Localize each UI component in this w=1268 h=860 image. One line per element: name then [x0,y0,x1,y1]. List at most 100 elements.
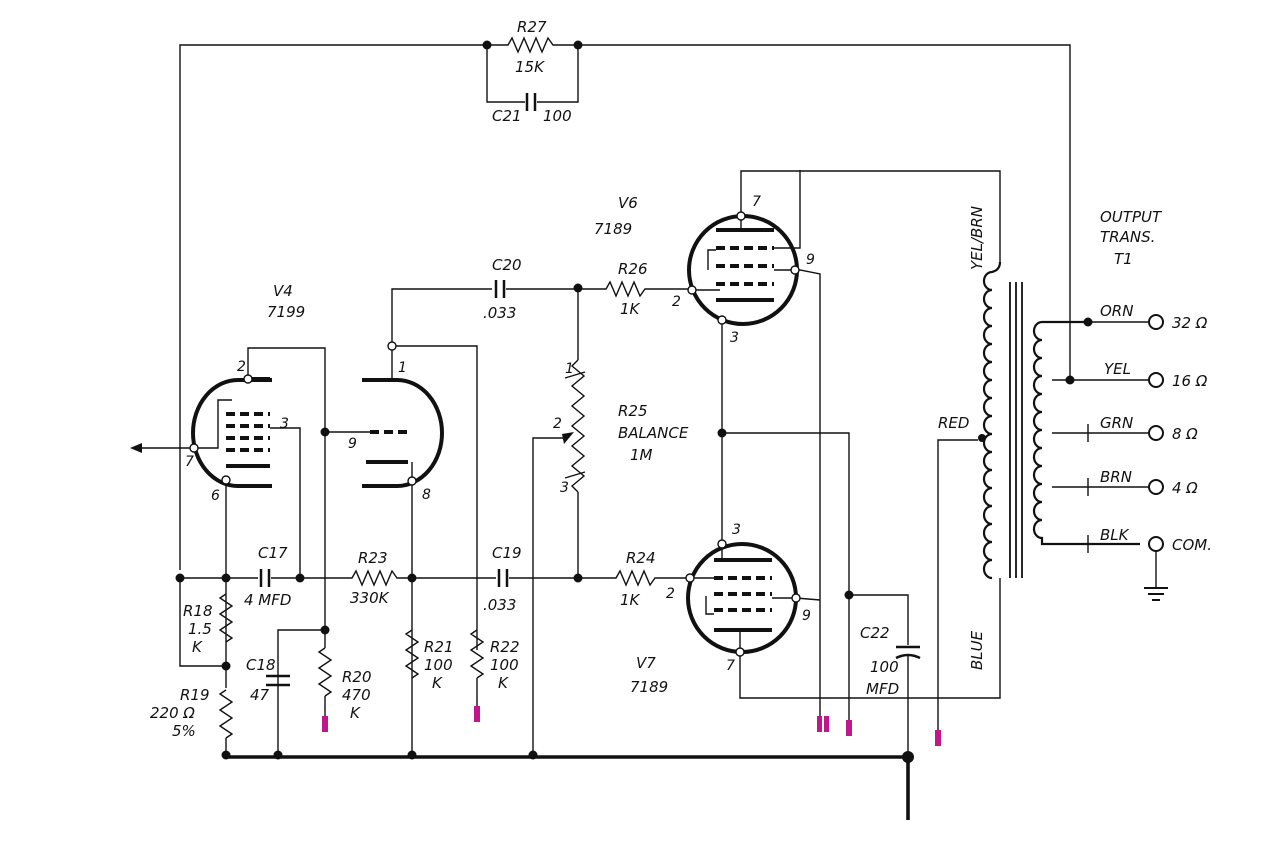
svg-text:3: 3 [732,522,741,538]
r25-name: BALANCE [618,424,689,442]
r27-resistor [487,36,578,54]
c18-ref: C18 [246,656,276,674]
v4-cathode-network: R18 1.5 K R19 220 Ω 5% [150,573,234,755]
svg-text:3: 3 [280,416,289,432]
tap-orn-label: ORN [1100,302,1133,320]
tap-32-label: 32 Ω [1172,314,1208,332]
v6-ref: V6 [618,194,638,212]
output-transformer: OUTPUT TRANS. T1 YEL/BRN RED BLUE ORN 32… [938,206,1212,670]
svg-text:2: 2 [553,416,562,432]
r19-value: 220 Ω [150,704,195,722]
c19-value: .033 [483,596,516,614]
v7-type: 7189 [630,678,668,696]
tap-8-label: 8 Ω [1172,425,1198,443]
c20-value: .033 [483,304,516,322]
v6-input-network: C20 .033 R26 1K [483,256,695,322]
v7-input-network: C17 4 MFD R23 330K C19 .033 R24 1K [175,544,688,614]
tap-32-terminal [1148,314,1164,330]
v7-output-tube: 3 2 9 7 V7 7189 [630,522,1001,699]
output-arrow-icon [130,443,142,453]
svg-text:9: 9 [802,608,811,624]
tap-grn-label: GRN [1100,414,1133,432]
primary-top-label: YEL/BRN [968,206,986,270]
r23-ref: R23 [358,549,388,567]
feedback-network: R27 15K C21 100 [179,18,1071,570]
r18-ref: R18 [183,602,213,620]
svg-text:1: 1 [398,360,407,376]
r19-tol: 5% [172,722,196,740]
tap-brn-label: BRN [1100,468,1132,486]
r23-value: 330K [350,589,390,607]
svg-text:1: 1 [565,361,574,377]
r26-value: 1K [620,300,641,318]
r26-resistor [578,280,695,298]
tap-blk-label: BLK [1100,526,1130,544]
v6-type: 7189 [594,220,632,238]
primary-bottom-label: BLUE [968,630,986,670]
r18-value: 1.5 [188,620,212,638]
r21-value: 100 [424,656,453,674]
r22-resistor [469,629,485,679]
c20-ref: C20 [492,256,522,274]
transformer-title-1: OUTPUT [1100,208,1163,226]
tap-16-label: 16 Ω [1172,372,1208,390]
r18-unit: K [192,638,203,656]
c21-value: 100 [543,107,572,125]
r27-value: 15K [515,58,545,76]
r27-ref: R27 [517,18,547,36]
r20-value: 470 [342,686,371,704]
c17-value: 4 MFD [244,591,291,609]
c18-r20-network: C18 47 R20 470 K [246,625,372,755]
r19-ref: R19 [180,686,210,704]
r20-ref: R20 [342,668,372,686]
c19-ref: C19 [492,544,522,562]
c22-unit: MFD [866,680,899,698]
lead-markers [817,439,978,746]
c22-capacitor: C22 100 MFD [844,590,921,755]
svg-text:2: 2 [237,359,246,375]
v4-triode: 1 9 8 [320,288,492,755]
svg-text:7: 7 [752,194,761,210]
plate-load-resistors: R21 100 K R22 100 K [404,629,520,722]
r22-value: 100 [490,656,519,674]
r25-ref: R25 [618,402,648,420]
svg-text:2: 2 [672,294,681,310]
r21-ref: R21 [424,638,454,656]
svg-text:3: 3 [730,330,739,346]
r25-value: 1M [630,446,653,464]
svg-text:7: 7 [726,658,735,674]
v4-ref: V4 [273,282,293,300]
tap-yel-label: YEL [1104,360,1131,378]
r24-resistor [578,569,688,587]
svg-text:7: 7 [185,454,194,470]
r18-resistor [218,593,234,643]
svg-text:8: 8 [422,487,431,503]
c17-ref: C17 [258,544,288,562]
r24-value: 1K [620,591,641,609]
c22-value: 100 [870,658,899,676]
c18-value: 47 [250,686,270,704]
svg-text:2: 2 [666,586,675,602]
r19-resistor [218,689,234,739]
v4-pentode: V4 7199 2 3 7 6 [130,282,326,688]
v4-type: 7199 [267,303,305,321]
tap-4-terminal [1148,479,1164,495]
svg-text:9: 9 [806,252,815,268]
r21-unit: K [432,674,443,692]
c21-ref: C21 [492,107,522,125]
ground-bus [221,750,914,820]
tap-4-label: 4 Ω [1172,479,1198,497]
svg-text:9: 9 [348,436,357,452]
tap-16-terminal [1148,372,1164,388]
r22-ref: R22 [490,638,520,656]
transformer-title-2: TRANS. [1100,228,1155,246]
svg-text:6: 6 [211,488,220,504]
transformer-ref: T1 [1114,250,1133,268]
tap-8-terminal [1148,425,1164,441]
r20-unit: K [350,704,361,722]
v6-output-tube: V6 7189 7 9 2 3 [594,170,1001,722]
r24-ref: R24 [626,549,656,567]
svg-text:3: 3 [560,480,569,496]
r26-ref: R26 [618,260,648,278]
